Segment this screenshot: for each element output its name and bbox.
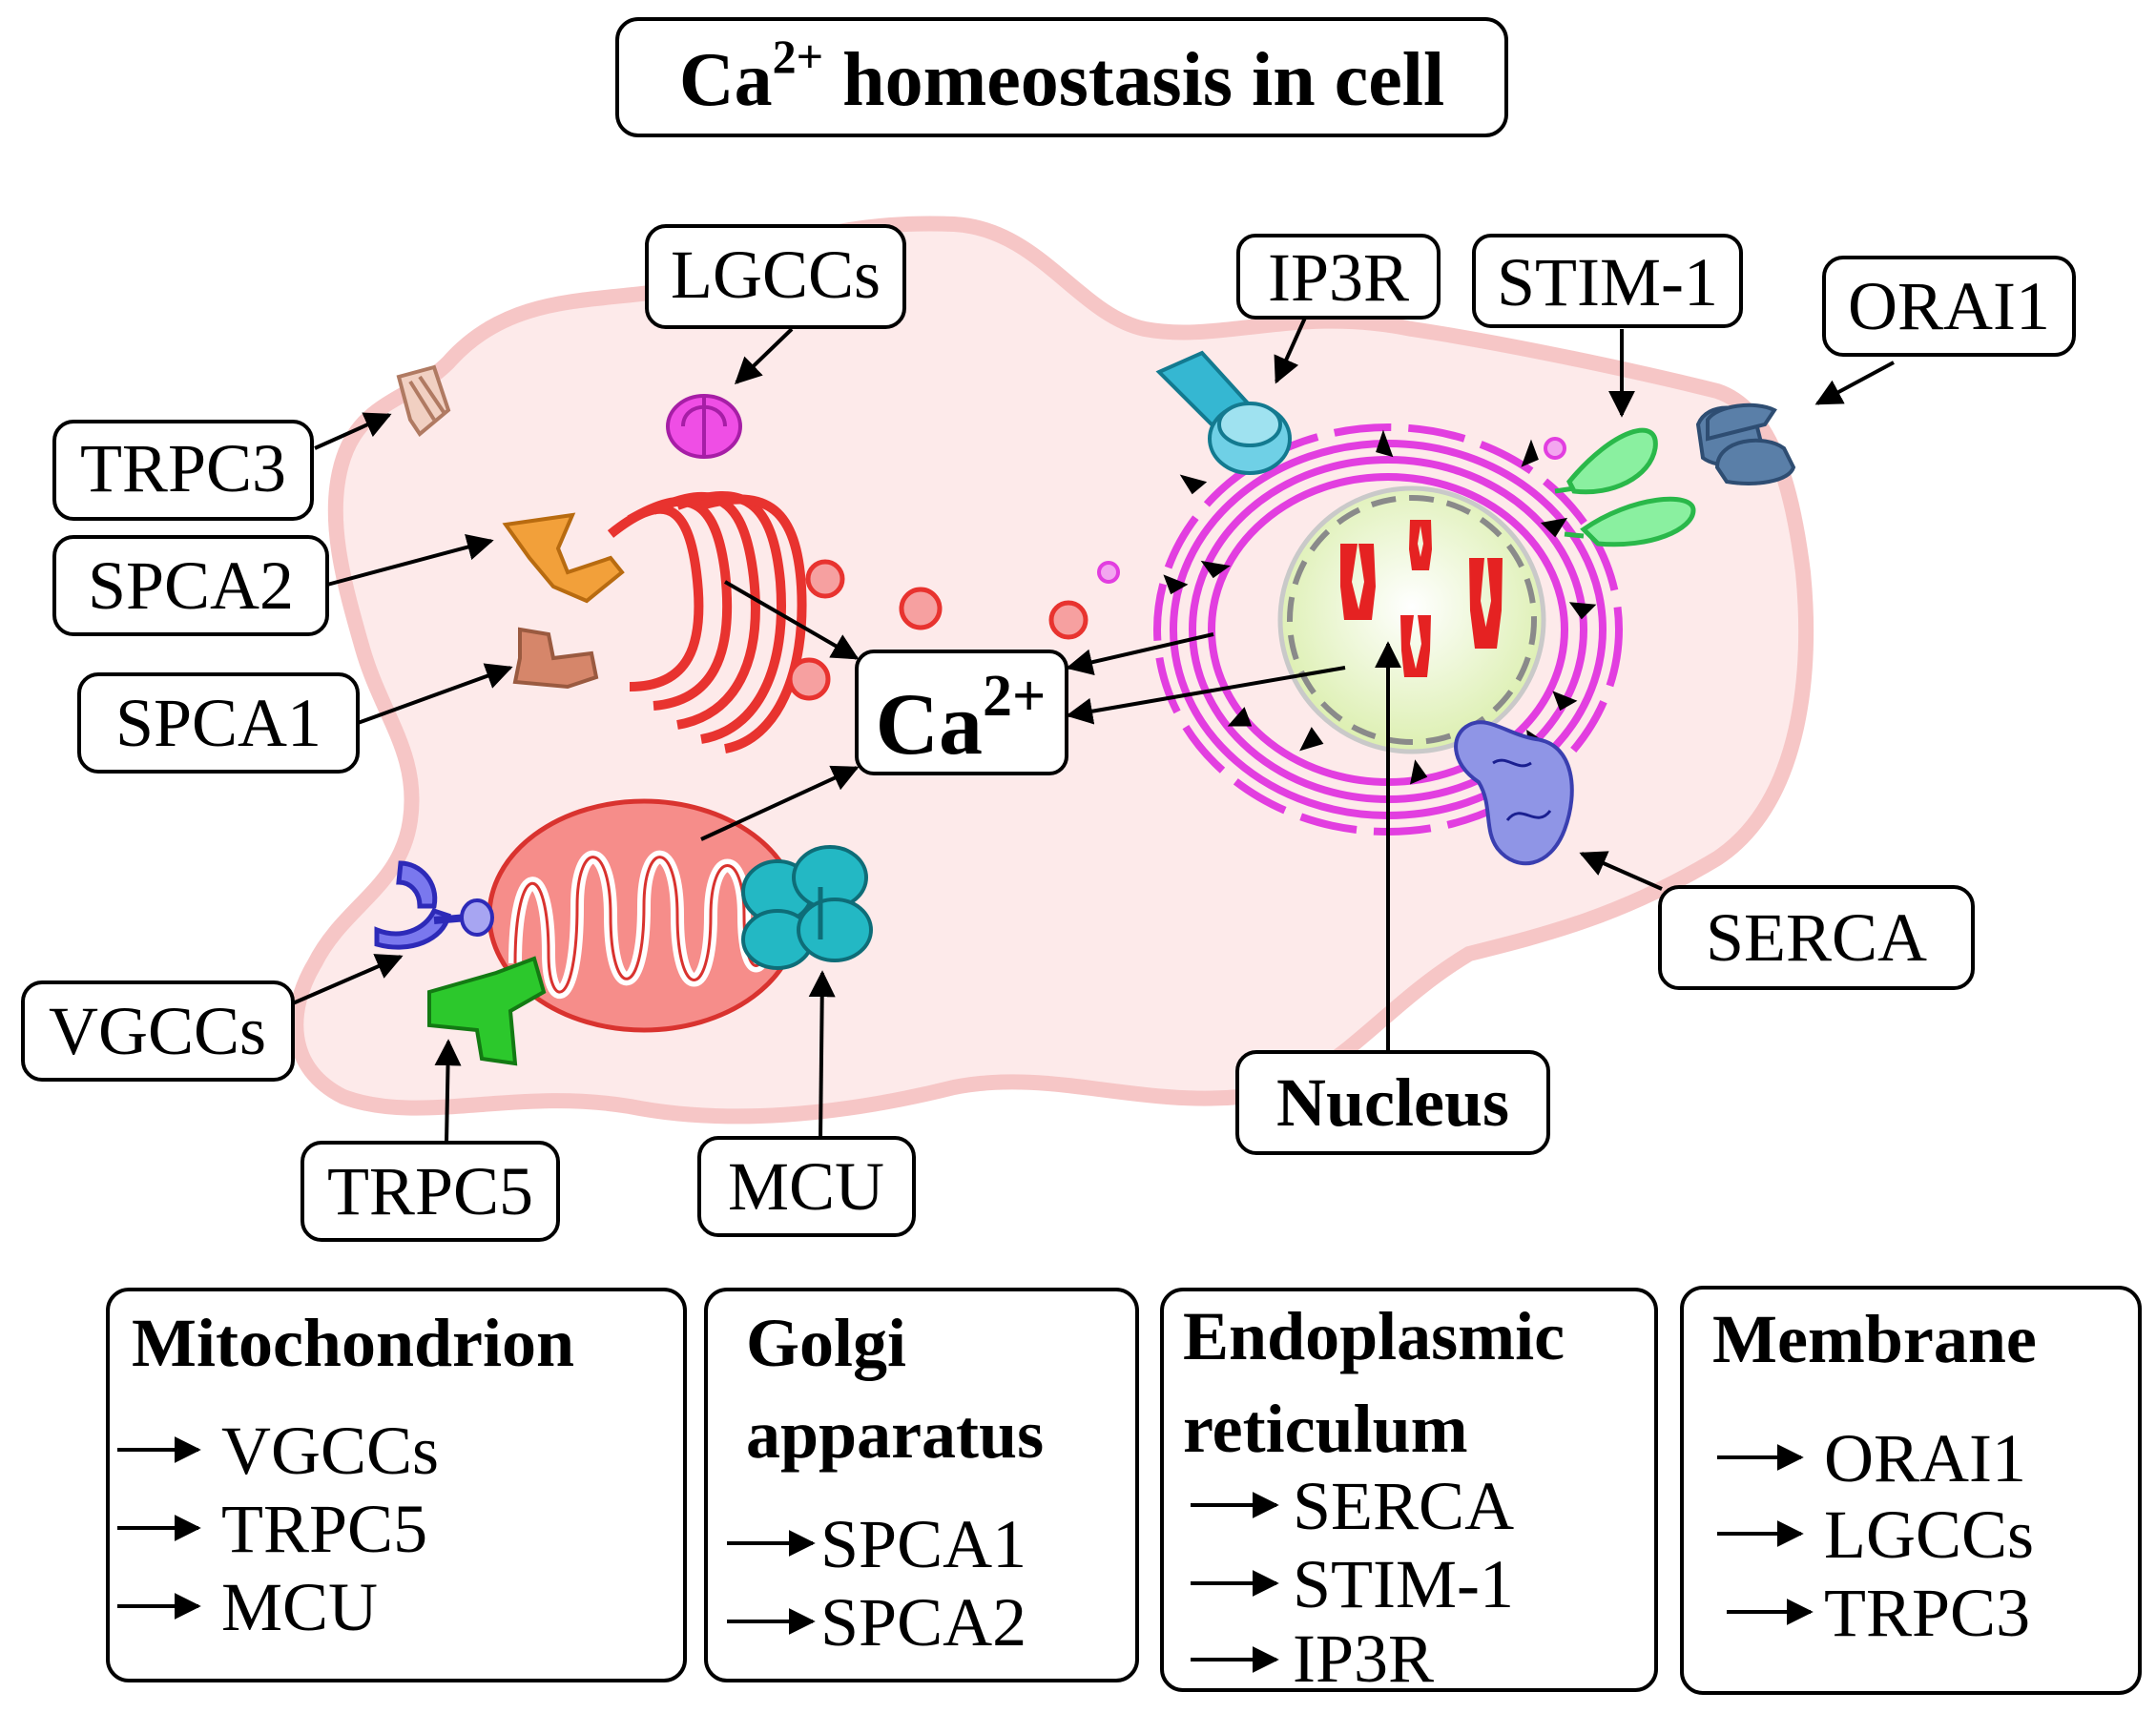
label-nucleus: Nucleus: [1235, 1050, 1550, 1155]
legend-er: Endoplasmic reticulum SERCA STIM-1 IP3R: [1160, 1288, 1658, 1697]
svg-text:Golgi: Golgi: [746, 1305, 906, 1381]
svg-text:SPCA1: SPCA1: [820, 1506, 1026, 1582]
label-mcu: MCU: [697, 1136, 916, 1237]
title-box: Ca2+ homeostasis in cell: [615, 17, 1508, 137]
mcu-channel: [741, 845, 873, 970]
label-vgccs: VGCCs: [21, 980, 295, 1082]
svg-text:MCU: MCU: [728, 1148, 884, 1225]
legend-mitochondrion: Mitochondrion VGCCs TRPC5 MCU: [106, 1288, 687, 1682]
label-stim1: STIM-1: [1472, 234, 1743, 328]
svg-text:SPCA1: SPCA1: [115, 685, 321, 761]
svg-text:IP3R: IP3R: [1268, 239, 1409, 316]
svg-text:SERCA: SERCA: [1293, 1468, 1514, 1544]
trpc3-channel: [396, 364, 451, 437]
legend-item: MCU: [117, 1569, 378, 1645]
svg-text:TRPC3: TRPC3: [80, 430, 286, 506]
svg-text:reticulum: reticulum: [1183, 1391, 1468, 1467]
svg-text:VGCCs: VGCCs: [221, 1413, 439, 1489]
lgccs-channel: [666, 394, 742, 459]
title-text: Ca2+ homeostasis in cell: [679, 30, 1444, 122]
golgi-vesicles: [787, 559, 1088, 701]
chromosomes: [1340, 520, 1503, 677]
stim1-protein: [1554, 427, 1696, 547]
svg-text:VGCCs: VGCCs: [49, 993, 266, 1069]
svg-text:Endoplasmic: Endoplasmic: [1183, 1298, 1565, 1374]
svg-text:apparatus: apparatus: [746, 1396, 1044, 1473]
golgi-apparatus: [607, 491, 807, 753]
svg-text:SPCA2: SPCA2: [88, 547, 294, 624]
svg-text:LGCCs: LGCCs: [671, 237, 881, 313]
legend-golgi: Golgi apparatus SPCA1 SPCA2: [704, 1288, 1139, 1682]
legend-item: SPCA1: [727, 1506, 1026, 1582]
vgccs-channel: [374, 860, 494, 950]
serca-pump: [1454, 720, 1574, 866]
svg-text:ORAI1: ORAI1: [1848, 268, 2050, 344]
label-ip3r: IP3R: [1236, 234, 1441, 320]
label-trpc5: TRPC5: [301, 1141, 560, 1242]
legend-item: TRPC3: [1727, 1575, 2030, 1651]
svg-text:STIM-1: STIM-1: [1497, 244, 1718, 320]
legend-item: TRPC5: [117, 1491, 427, 1567]
label-serca: SERCA: [1658, 885, 1975, 990]
svg-text:TRPC5: TRPC5: [221, 1491, 427, 1567]
svg-text:ORAI1: ORAI1: [1824, 1420, 2026, 1496]
spca2-pump: [502, 512, 625, 604]
calcium-center-box: Ca2+: [855, 650, 1068, 775]
svg-text:SERCA: SERCA: [1706, 899, 1927, 976]
svg-text:Mitochondrion: Mitochondrion: [132, 1305, 574, 1381]
svg-text:TRPC3: TRPC3: [1824, 1575, 2030, 1651]
svg-text:SPCA2: SPCA2: [820, 1584, 1026, 1661]
svg-text:Ca2+: Ca2+: [876, 664, 1047, 773]
svg-text:Membrane: Membrane: [1712, 1301, 2037, 1377]
label-orai1: ORAI1: [1822, 256, 2076, 357]
legend-item: SPCA2: [727, 1584, 1026, 1661]
svg-text:IP3R: IP3R: [1293, 1620, 1434, 1697]
svg-text:STIM-1: STIM-1: [1293, 1546, 1514, 1622]
label-lgccs: LGCCs: [645, 224, 906, 329]
nucleus: [1277, 485, 1546, 754]
label-spca1: SPCA1: [77, 672, 360, 774]
legend-membrane: Membrane ORAI1 LGCCs TRPC3: [1680, 1286, 2142, 1695]
svg-text:Nucleus: Nucleus: [1276, 1064, 1509, 1141]
orai1-channel: [1695, 402, 1796, 485]
legend-item: STIM-1: [1191, 1546, 1514, 1622]
legend-item: LGCCs: [1717, 1496, 2034, 1573]
legend-item: ORAI1: [1717, 1420, 2026, 1496]
svg-text:TRPC5: TRPC5: [327, 1153, 533, 1229]
ip3r-channel: [1155, 350, 1292, 475]
label-trpc3: TRPC3: [52, 420, 314, 521]
trpc5-channel: [427, 956, 547, 1066]
er-vesicles: [1097, 437, 1566, 584]
label-spca2: SPCA2: [52, 535, 329, 636]
legend-item: VGCCs: [117, 1413, 439, 1489]
legend-item: IP3R: [1191, 1620, 1434, 1697]
svg-text:LGCCs: LGCCs: [1824, 1496, 2034, 1573]
legend-item: SERCA: [1191, 1468, 1514, 1544]
svg-text:MCU: MCU: [221, 1569, 378, 1645]
spca1-pump: [512, 627, 599, 690]
